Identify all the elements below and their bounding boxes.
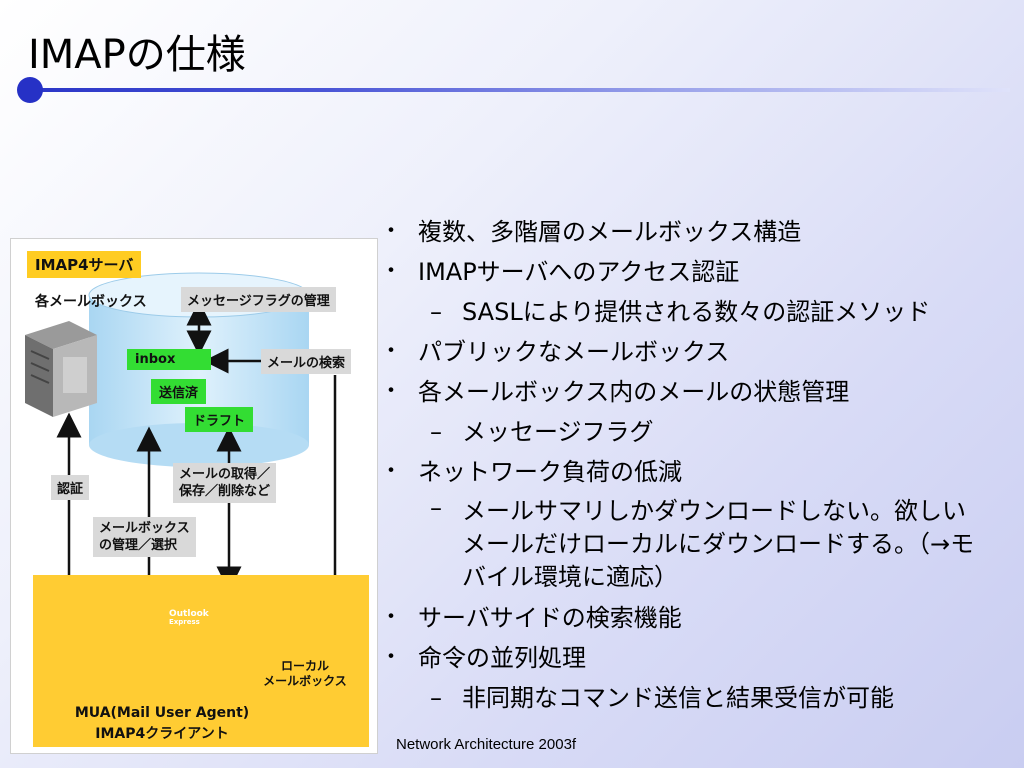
bullet-mark: ・ xyxy=(380,219,403,244)
title-bullet-dot xyxy=(17,77,43,103)
sub-bullet-mark: – xyxy=(430,494,442,522)
sub-bullet-text: SASLにより提供される数々の認証メソッド xyxy=(462,298,931,326)
outlook-subtitle: Express xyxy=(169,618,200,626)
bullet-text: 命令の並列処理 xyxy=(418,644,586,672)
sub-bullet-item: –メッセージフラグ xyxy=(378,412,1018,452)
sub-bullet-mark: – xyxy=(430,684,442,712)
bullet-text: 各メールボックス内のメールの状態管理 xyxy=(418,378,850,406)
bullet-mark: ・ xyxy=(380,379,403,404)
mail-search-label: メールの検索 xyxy=(261,349,352,374)
bullet-mark: ・ xyxy=(380,605,403,630)
auth-label: 認証 xyxy=(51,475,90,500)
local-mailbox-label: ローカル メールボックス xyxy=(263,659,347,688)
sub-bullet-text: 非同期なコマンド送信と結果受信が可能 xyxy=(462,684,894,712)
bullet-item: ・各メールボックス内のメールの状態管理 xyxy=(378,372,1018,412)
bullet-text: サーバサイドの検索機能 xyxy=(418,604,682,632)
bullet-text: ネットワーク負荷の低減 xyxy=(418,458,682,486)
diagram-arrows xyxy=(56,300,337,592)
bullet-item: ・命令の並列処理 xyxy=(378,638,1018,678)
slide-title: IMAPの仕様 xyxy=(28,32,246,78)
inbox-tag: inbox xyxy=(127,349,212,370)
client-title-line2: IMAP4クライアント xyxy=(95,726,229,742)
draft-tag: ドラフト xyxy=(185,407,254,432)
client-area xyxy=(33,575,369,747)
bullet-mark: ・ xyxy=(380,459,403,484)
server-title: IMAP4サーバ xyxy=(27,251,142,278)
bullet-mark: ・ xyxy=(380,339,403,364)
bullet-item: ・サーバサイドの検索機能 xyxy=(378,598,1018,638)
sub-bullet-item: –非同期なコマンド送信と結果受信が可能 xyxy=(378,678,1018,718)
mailboxes-label: 各メールボックス xyxy=(35,294,147,310)
server-machine-icon xyxy=(25,321,97,417)
sent-tag: 送信済 xyxy=(151,379,207,404)
bullet-text: 複数、多階層のメールボックス構造 xyxy=(418,218,802,246)
slide-footer: Network Architecture 2003f xyxy=(396,736,577,753)
outlook-title: Outlook xyxy=(169,609,209,619)
fetch-label: メールの取得／ 保存／削除など xyxy=(173,463,277,503)
sub-bullet-text: メールサマリしかダウンロードしない。欲しいメールだけローカルにダウンロードする。… xyxy=(462,497,975,591)
bullet-text: パブリックなメールボックス xyxy=(418,338,730,366)
mailbox-management-label: メールボックス の管理／選択 xyxy=(93,517,196,557)
title-underline xyxy=(30,88,1010,92)
bullet-text: IMAPサーバへのアクセス認証 xyxy=(418,258,740,286)
sub-bullet-text: メッセージフラグ xyxy=(462,418,654,446)
bullet-mark: ・ xyxy=(380,259,403,284)
imap-diagram: IMAP4サーバ 各メールボックス メッセージフラグの管理 inbox 送信済 … xyxy=(10,238,378,754)
client-title-line1: MUA(Mail User Agent) xyxy=(74,705,250,721)
bullet-item: ・複数、多階層のメールボックス構造 xyxy=(378,212,1018,252)
flag-management-label: メッセージフラグの管理 xyxy=(181,287,336,312)
bullet-item: ・パブリックなメールボックス xyxy=(378,332,1018,372)
sub-bullet-item: –SASLにより提供される数々の認証メソッド xyxy=(378,292,1018,332)
bullet-mark: ・ xyxy=(380,645,403,670)
bullet-item: ・ IMAPサーバへのアクセス認証 xyxy=(378,252,1018,292)
sub-bullet-mark: – xyxy=(430,298,442,326)
sub-bullet-mark: – xyxy=(430,418,442,446)
sub-bullet-item: –メールサマリしかダウンロードしない。欲しいメールだけローカルにダウンロードする… xyxy=(378,492,1018,598)
bullet-list: ・複数、多階層のメールボックス構造 ・IMAPサーバへのアクセス認証 –SASL… xyxy=(378,212,1018,718)
bullet-item: ・ネットワーク負荷の低減 xyxy=(378,452,1018,492)
